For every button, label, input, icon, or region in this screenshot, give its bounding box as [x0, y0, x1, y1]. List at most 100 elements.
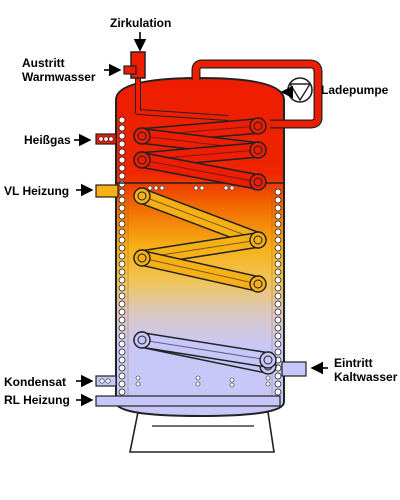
bubble	[118, 308, 126, 316]
coil-end-inner	[253, 177, 263, 187]
label-eintritt-kaltwasser: Eintritt Kaltwasser	[334, 356, 397, 384]
coil-end	[133, 187, 151, 205]
bubble	[195, 375, 201, 381]
bubble	[229, 382, 235, 388]
bubble	[229, 185, 235, 191]
coil-end	[249, 173, 267, 191]
bubble	[274, 340, 282, 348]
bubble	[199, 185, 205, 191]
label-ladepumpe: Ladepumpe	[321, 83, 389, 97]
coil-end-inner	[137, 131, 147, 141]
bubble	[118, 220, 126, 228]
coil-heissgas	[133, 117, 267, 191]
bubble	[118, 340, 126, 348]
bubble	[229, 377, 235, 383]
coil-kaltwasser	[133, 331, 277, 375]
bubble	[274, 388, 282, 396]
coil-end	[249, 117, 267, 135]
bubble	[118, 148, 126, 156]
bubble	[195, 381, 201, 387]
coil-end-inner	[263, 355, 273, 365]
bubble	[274, 332, 282, 340]
bubble	[274, 284, 282, 292]
vl-heizung-connector	[95, 184, 119, 198]
bubble	[118, 372, 126, 380]
coil-end	[249, 275, 267, 293]
coil-end	[133, 127, 151, 145]
coil-end-inner	[137, 253, 147, 263]
coil-end-inner	[137, 335, 147, 345]
bubble	[274, 348, 282, 356]
bubble	[274, 236, 282, 244]
bubble	[118, 228, 126, 236]
bubble	[274, 276, 282, 284]
coil-end-inner	[137, 191, 147, 201]
bubble	[274, 212, 282, 220]
coil-end	[259, 351, 277, 369]
bubble	[118, 116, 126, 124]
heissgas-connector	[95, 133, 117, 145]
bubble	[274, 252, 282, 260]
bubble	[274, 196, 282, 204]
bubble	[274, 380, 282, 388]
bubble	[118, 316, 126, 324]
bubble	[118, 124, 126, 132]
pump-circle-triangle-icon	[287, 77, 313, 103]
label-austritt-line1: Austritt	[22, 56, 65, 70]
label-vl-heizung: VL Heizung	[4, 184, 70, 198]
bubble	[118, 284, 126, 292]
coil-end-inner	[253, 145, 263, 155]
bubble	[274, 292, 282, 300]
bubble	[118, 292, 126, 300]
bubble	[118, 388, 126, 396]
bubble	[135, 375, 141, 381]
label-heissgas: Heißgas	[24, 133, 71, 147]
bubble	[159, 185, 165, 191]
bubble	[118, 260, 126, 268]
bubble	[274, 372, 282, 380]
label-kondensat: Kondensat	[4, 375, 67, 389]
coil-end-inner	[253, 235, 263, 245]
coil-tube-line	[141, 339, 269, 361]
bubble	[118, 188, 126, 196]
bubble	[153, 185, 159, 191]
bubble	[118, 332, 126, 340]
bubble	[118, 252, 126, 260]
coil-tube-line	[141, 195, 259, 241]
bubble	[118, 204, 126, 212]
label-zirkulation: Zirkulation	[110, 16, 172, 30]
coil-end	[249, 141, 267, 159]
coil-end	[133, 331, 151, 349]
bubble	[193, 185, 199, 191]
bubble	[118, 276, 126, 284]
coil-end-inner	[253, 279, 263, 289]
bubble	[118, 300, 126, 308]
coil-vl-heizung	[133, 187, 267, 293]
bubble	[118, 348, 126, 356]
bubble	[118, 364, 126, 372]
bubble	[274, 188, 282, 196]
arrow-icon	[74, 32, 328, 407]
bubble	[118, 196, 126, 204]
bubble	[118, 324, 126, 332]
tank-stand	[129, 411, 275, 453]
bubble	[118, 380, 126, 388]
bubble	[118, 172, 126, 180]
label-rl-heizung: RL Heizung	[4, 393, 70, 407]
label-eintritt-line1: Eintritt	[334, 356, 373, 370]
label-austritt-warmwasser: Austritt Warmwasser	[22, 56, 96, 84]
kaltwasser-connector	[281, 361, 307, 377]
bubble	[118, 156, 126, 164]
coil-end-inner	[137, 155, 147, 165]
label-austritt-line2: Warmwasser	[22, 70, 96, 84]
bubble	[265, 381, 271, 387]
coil-end	[133, 151, 151, 169]
bubble	[274, 228, 282, 236]
bubble	[274, 324, 282, 332]
bubble	[118, 356, 126, 364]
bubble	[118, 164, 126, 172]
kondensat-connector	[95, 375, 117, 387]
bubble	[274, 268, 282, 276]
bubble	[274, 260, 282, 268]
